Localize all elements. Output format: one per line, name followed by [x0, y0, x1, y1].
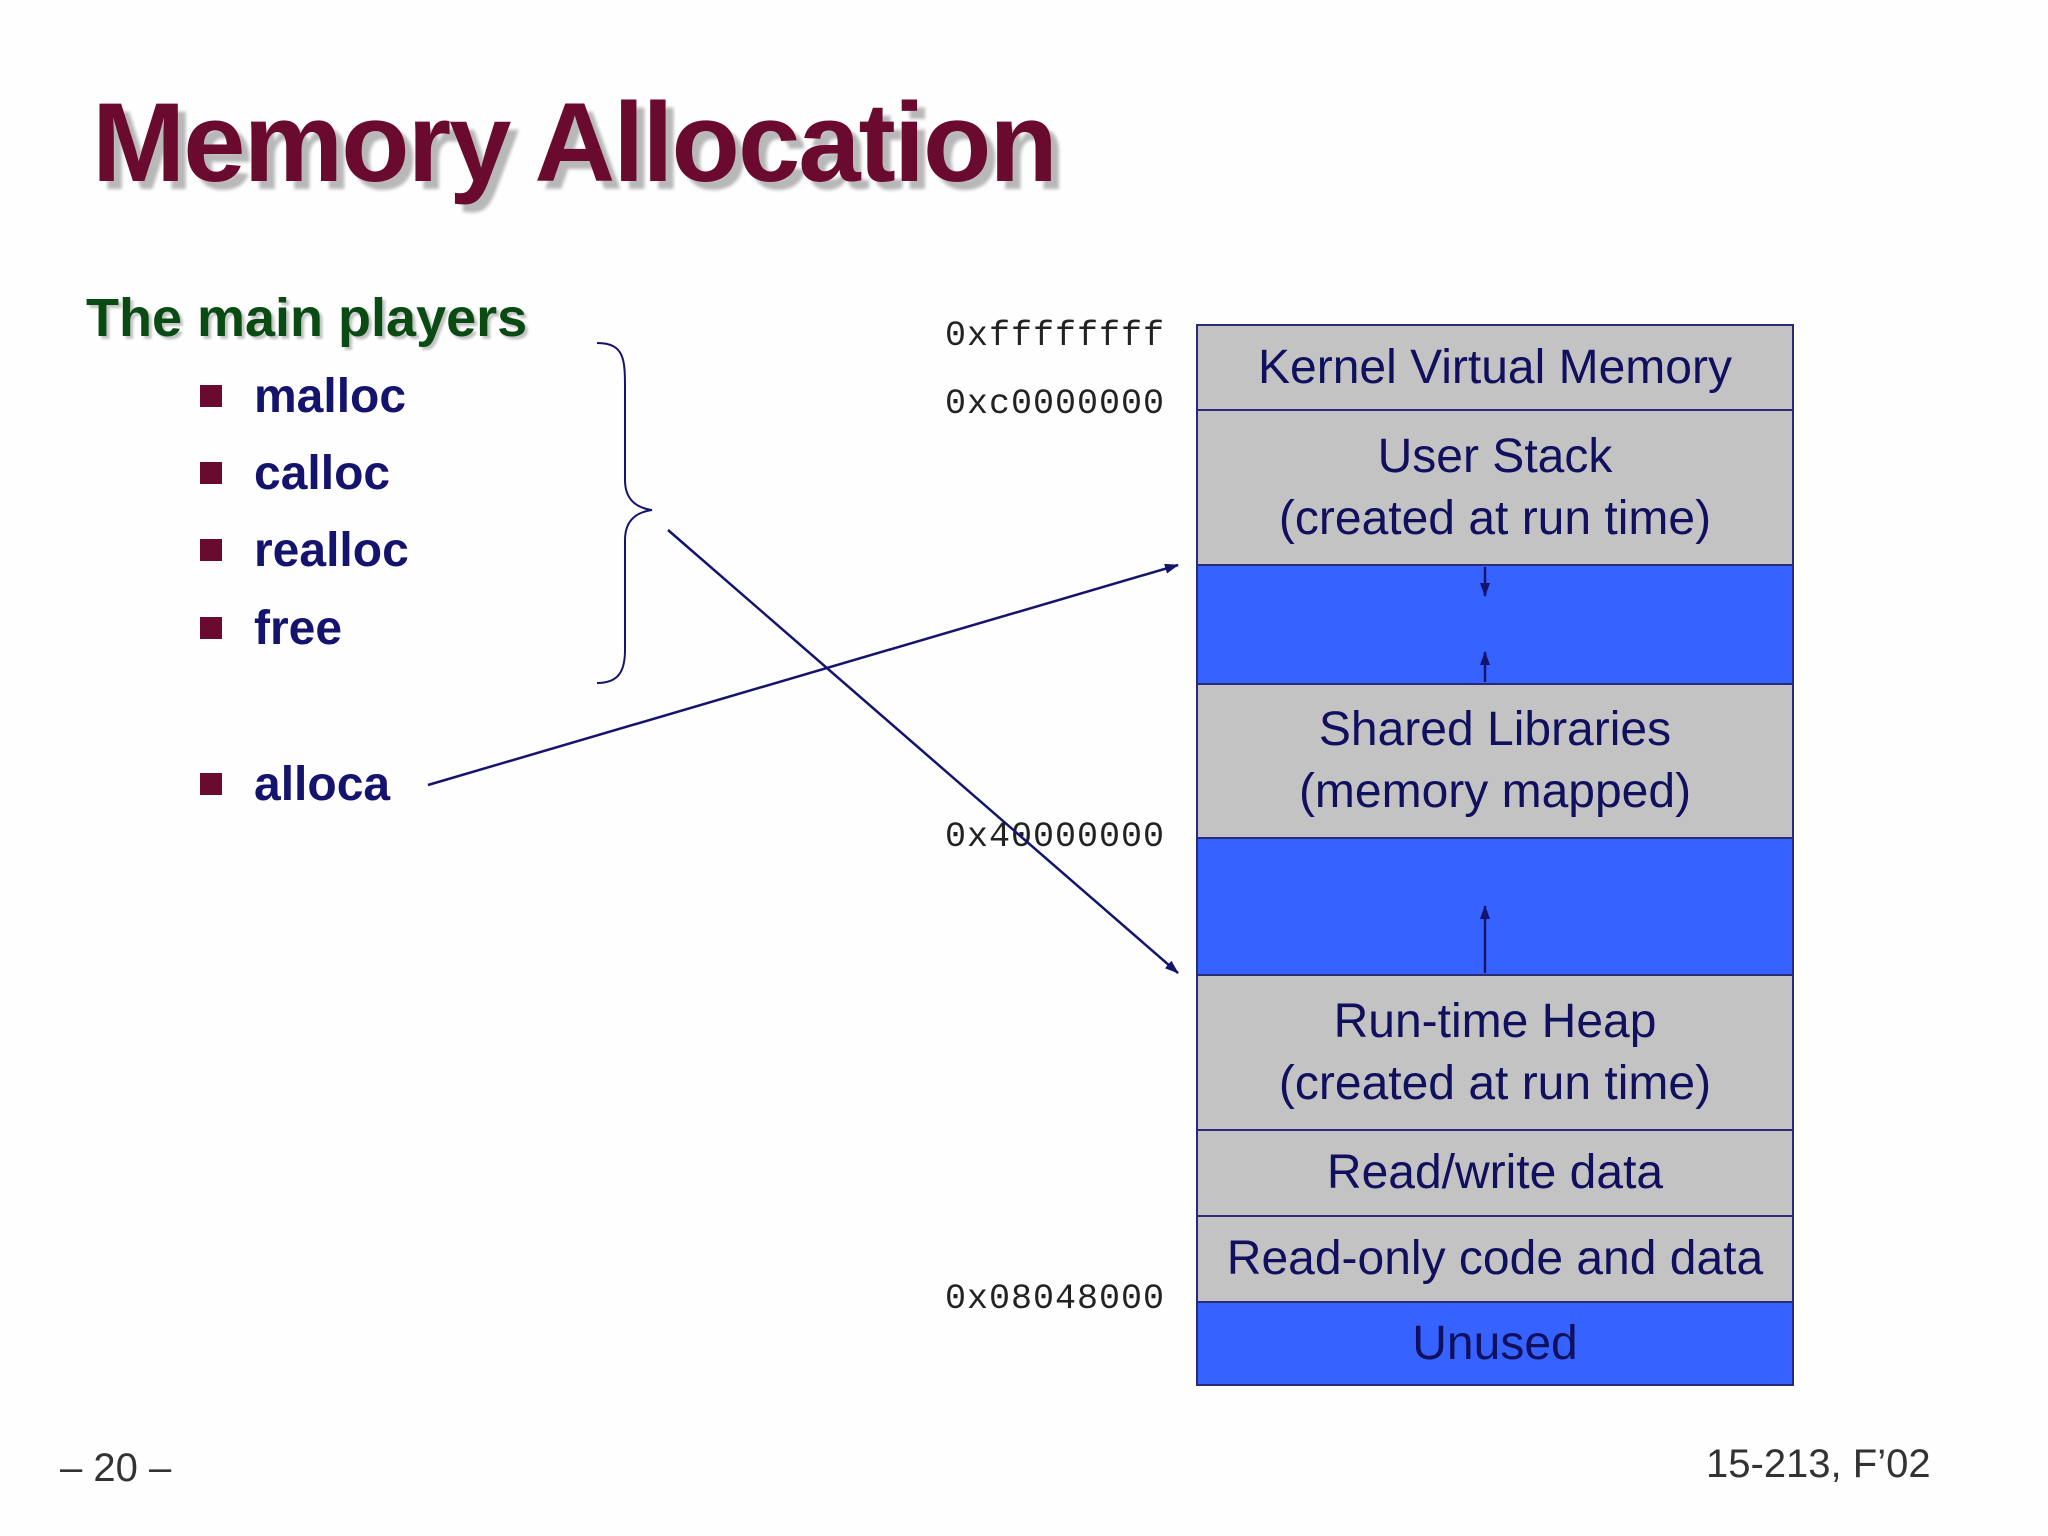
brace-icon [596, 342, 653, 684]
bullet-label: malloc [254, 369, 407, 423]
segment-label: Unused [1412, 1316, 1578, 1370]
segment-unused: Unused [1196, 1302, 1794, 1386]
bullet-label: calloc [254, 446, 391, 500]
bullet-realloc: realloc [200, 518, 409, 582]
segment-label: User Stack [1377, 429, 1613, 483]
segment-sublabel: (memory mapped) [1298, 765, 1692, 818]
bullet-square-icon [200, 617, 222, 639]
segment-read-only-code: Read-only code and data [1196, 1216, 1794, 1302]
course-label: 15-213, F’02 [1706, 1442, 1931, 1486]
bullet-alloca: alloca [200, 752, 390, 816]
segment-sublabel: (created at run time) [1278, 491, 1712, 545]
segment-stack-gap [1196, 565, 1794, 684]
players-heading: The main players [86, 288, 528, 348]
address-label-shared-libraries: 0x40000000 [945, 817, 1166, 857]
bullet-label: free [254, 601, 343, 655]
bullet-free: free [200, 596, 342, 660]
segment-read-write-data: Read/write data [1196, 1130, 1794, 1216]
bullet-square-icon [200, 539, 222, 561]
segment-label: Read-only code and data [1226, 1232, 1764, 1285]
address-label-program-start: 0x08048000 [945, 1279, 1166, 1319]
segment-heap-gap [1196, 838, 1794, 975]
segment-run-time-heap: Run-time Heap (created at run time) [1196, 975, 1794, 1130]
address-label-kernel-boundary: 0xc0000000 [945, 384, 1166, 424]
arrow-alloca-to-stack [427, 563, 1179, 787]
bullet-square-icon [200, 462, 222, 484]
segment-kernel-virtual-memory: Kernel Virtual Memory [1196, 324, 1794, 410]
slide-title: Memory Allocation [92, 80, 1058, 205]
arrow-malloc-family-to-heap [667, 529, 1179, 974]
segment-label: Kernel Virtual Memory [1258, 340, 1732, 394]
bullet-calloc: calloc [200, 441, 390, 505]
segment-shared-libraries: Shared Libraries (memory mapped) [1196, 684, 1794, 838]
segment-label: Run-time Heap [1333, 994, 1657, 1048]
segment-label: Read/write data [1326, 1146, 1664, 1199]
bullet-label: alloca [254, 757, 391, 811]
segment-label: Shared Libraries [1318, 703, 1672, 756]
bullet-square-icon [200, 385, 222, 407]
segment-sublabel: (created at run time) [1278, 1056, 1712, 1110]
bullet-square-icon [200, 773, 222, 795]
page-number: – 20 – [60, 1446, 172, 1490]
address-label-top: 0xffffffff [945, 316, 1166, 356]
bullet-malloc: malloc [200, 364, 406, 428]
bullet-label: realloc [254, 523, 409, 577]
segment-user-stack: User Stack (created at run time) [1196, 410, 1794, 565]
